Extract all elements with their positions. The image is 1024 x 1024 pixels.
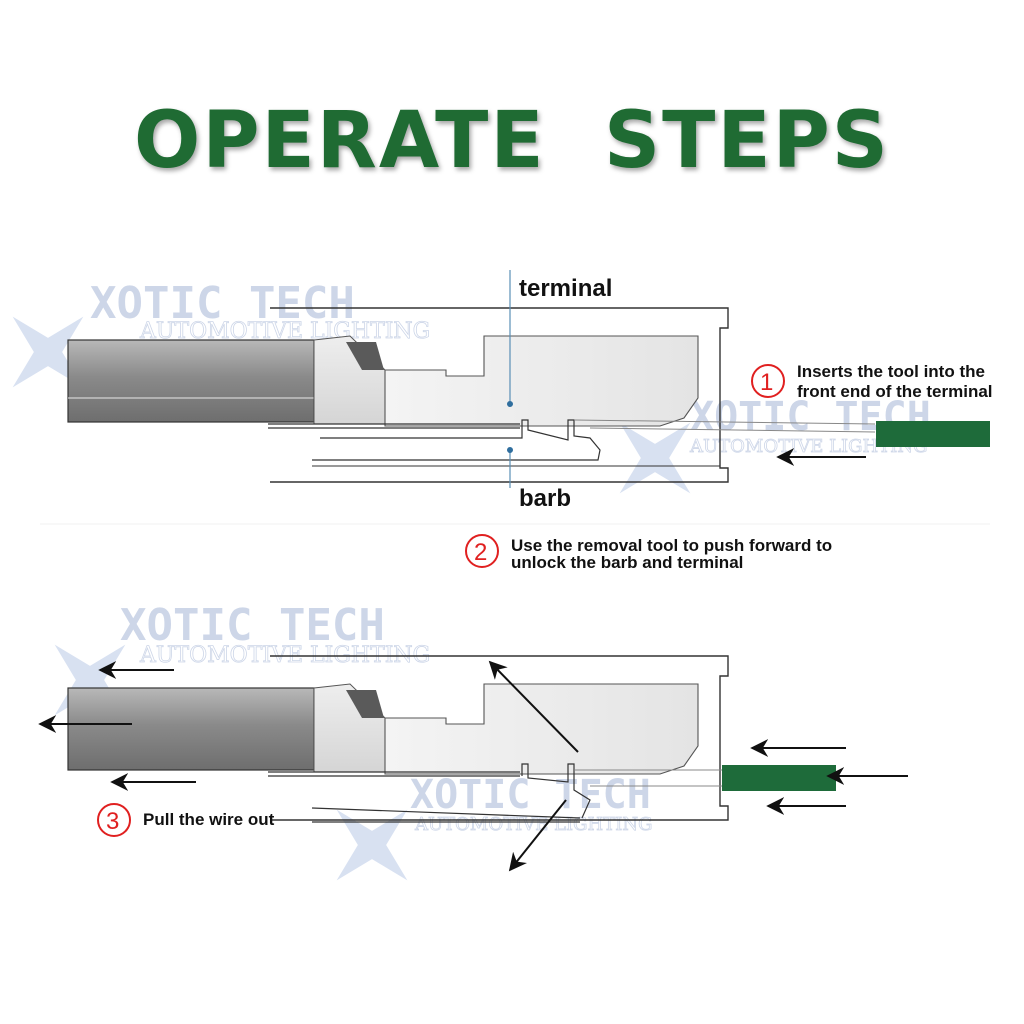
- page-title: OPERATE STEPS: [134, 96, 890, 186]
- wire: [67, 339, 315, 423]
- step-1-circle: [751, 364, 785, 398]
- removal-tool: [722, 765, 836, 791]
- step-1-line-1: Inserts the tool into the: [797, 362, 985, 381]
- barb: [312, 419, 601, 461]
- watermark-tagline: AUTOMOTIVE LIGHTING: [414, 814, 652, 835]
- step-2-line-1: Use the removal tool to push forward to: [511, 536, 832, 555]
- x-star-logo-icon: [619, 422, 691, 494]
- step-3-circle: [97, 803, 131, 837]
- x-star-logo-icon: [12, 316, 84, 388]
- watermark-brand: XOTIC TECH: [410, 772, 651, 818]
- step-3-number: 3: [106, 808, 119, 835]
- step-2-circle: [465, 534, 499, 568]
- watermark-brand: XOTIC TECH: [120, 600, 385, 651]
- label-barb: barb: [519, 485, 571, 512]
- step-2-caption: 2 Use the removal tool to push forward t…: [465, 534, 832, 572]
- removal-tool: [876, 421, 990, 447]
- wire: [67, 687, 315, 771]
- barb-deflected: [521, 763, 591, 819]
- watermark-4: XOTIC TECH AUTOMOTIVE LIGHTING: [336, 772, 653, 881]
- step-1-caption: 1 Inserts the tool into the front end of…: [751, 362, 993, 401]
- connector-housing: [270, 307, 729, 483]
- crimp-wing: [346, 342, 384, 370]
- diagram-step-1: terminal barb: [67, 270, 990, 512]
- step-1-line-2: front end of the terminal: [797, 382, 993, 401]
- crimp-wing: [346, 690, 384, 718]
- lift-arrow: [488, 660, 579, 753]
- step-3-line-1: Pull the wire out: [143, 810, 275, 829]
- step-2-number: 2: [474, 539, 487, 566]
- label-terminal: terminal: [519, 275, 612, 302]
- step-1-number: 1: [760, 369, 773, 396]
- connector-housing: [270, 655, 729, 821]
- watermark-brand: XOTIC TECH: [90, 278, 355, 329]
- terminal-body: [384, 683, 699, 775]
- step-3-caption: 3 Pull the wire out: [97, 803, 275, 837]
- deflect-arrow: [508, 799, 567, 872]
- step-2-line-2: unlock the barb and terminal: [511, 553, 743, 572]
- terminal-body: [384, 335, 699, 427]
- watermark-tagline: AUTOMOTIVE LIGHTING: [689, 436, 927, 457]
- diagram-step-3: [38, 655, 908, 872]
- x-star-logo-icon: [336, 809, 408, 881]
